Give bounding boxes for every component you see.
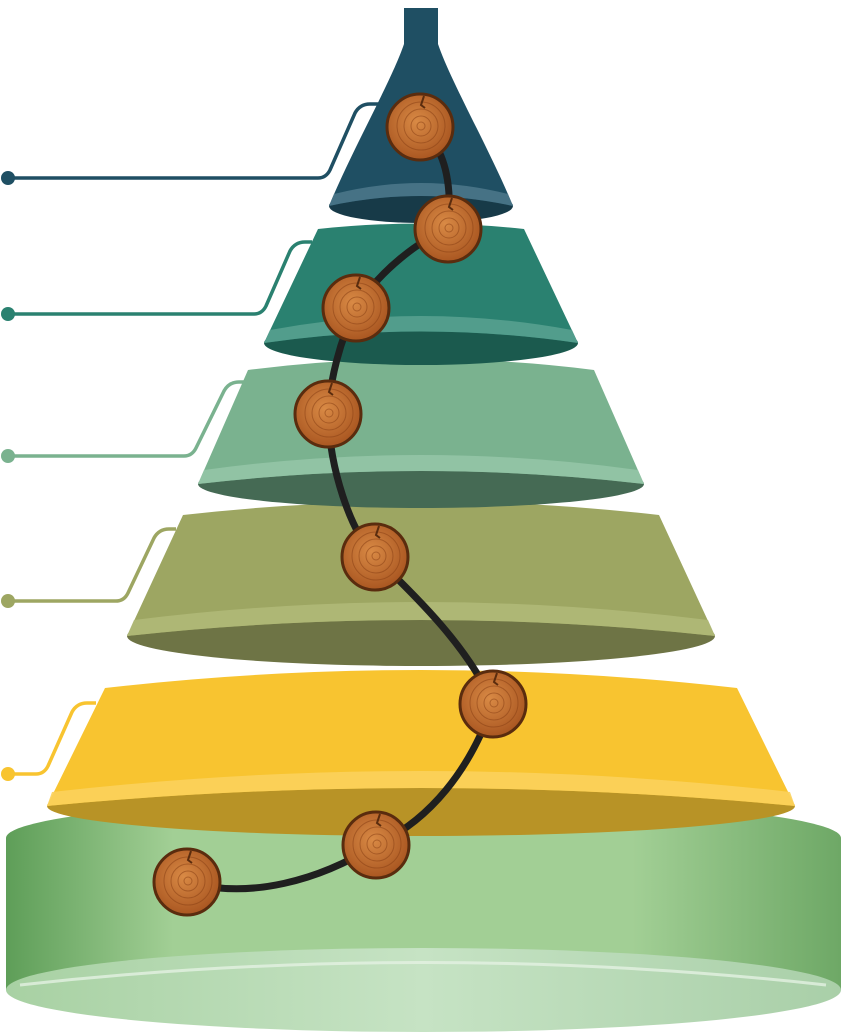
cone-tier-5 (47, 670, 795, 836)
callout-line-tier-4 (1, 527, 176, 608)
cone-tier-4 (127, 501, 715, 666)
callout-line-tier-1 (1, 102, 380, 185)
wood-log-icon (413, 194, 483, 264)
wood-log-icon (152, 847, 222, 917)
wood-log-icon (458, 669, 528, 739)
callout-lines (1, 102, 380, 781)
cone-tier-3 (198, 359, 644, 508)
wood-log-icon (293, 379, 363, 449)
base-cylinder (6, 798, 841, 1032)
wood-log-icon (340, 522, 410, 592)
callout-line-tier-2 (1, 240, 312, 321)
wood-log-icon (341, 810, 411, 880)
callout-line-tier-3 (1, 380, 246, 463)
wood-log-icon (385, 92, 455, 162)
callout-line-tier-5 (1, 701, 96, 781)
path-markers (152, 92, 528, 917)
wood-log-icon (321, 273, 391, 343)
